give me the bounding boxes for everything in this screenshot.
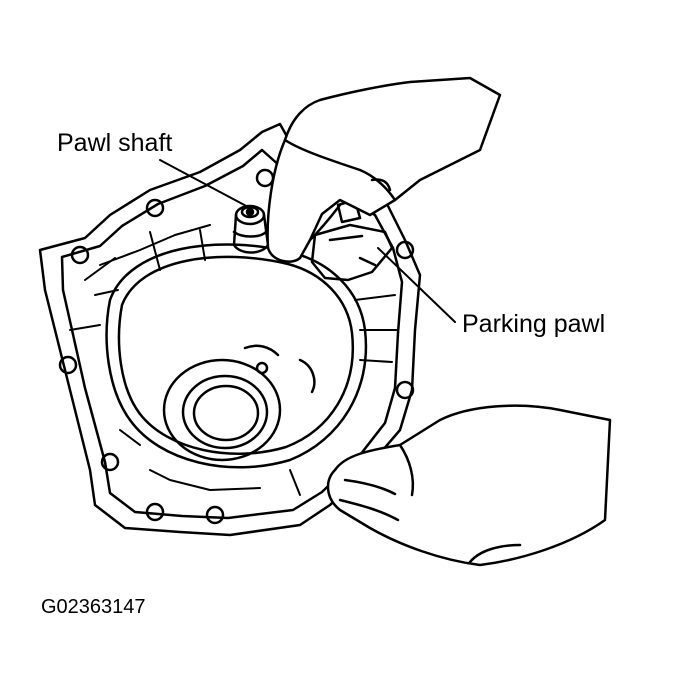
housing-ribs xyxy=(69,224,399,496)
lower-hand xyxy=(326,404,612,567)
leader-lines xyxy=(159,159,456,323)
inner-bore xyxy=(105,243,368,469)
parking-pawl-label: Parking pawl xyxy=(462,310,606,338)
figure-id-label: G02363147 xyxy=(41,596,146,618)
upper-hand xyxy=(266,76,502,263)
pawl-shaft-label: Pawl shaft xyxy=(57,129,173,157)
pawl-shaft-leader xyxy=(159,159,251,209)
bolt-holes xyxy=(58,168,415,525)
parking-pawl-leader xyxy=(377,247,456,323)
